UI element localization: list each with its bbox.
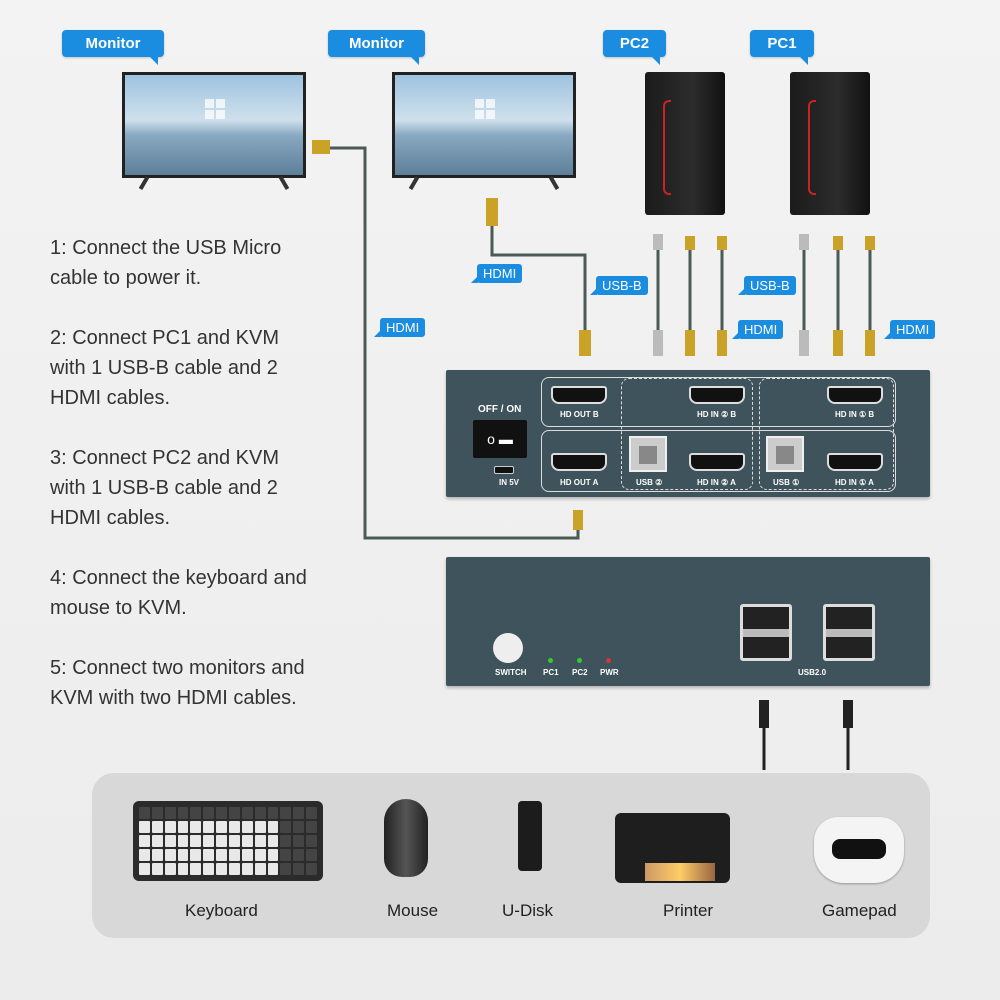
usbb-tag: USB-B xyxy=(738,276,796,295)
port-label: USB ① xyxy=(773,478,800,487)
usbb-tag: USB-B xyxy=(590,276,648,295)
hdmi-port xyxy=(689,453,745,471)
micro-usb-port xyxy=(494,466,514,474)
power-label: OFF / ON xyxy=(478,404,522,415)
hdmi-port xyxy=(689,386,745,404)
pc2-tower xyxy=(645,72,725,215)
port-label: HD OUT A xyxy=(560,478,599,487)
monitor-right-callout: Monitor xyxy=(328,30,425,65)
mouse-image xyxy=(384,799,428,877)
u-disk-image xyxy=(518,801,542,871)
device-label: Gamepad xyxy=(822,901,897,920)
gamepad-image xyxy=(814,817,904,883)
pc2-callout: PC2 xyxy=(603,30,666,65)
kvm-front-panel: SWITCH PC1 PC2 PWR USB2.0 xyxy=(446,557,930,686)
step-2: 2: Connect PC1 and KVM with 1 USB-B cabl… xyxy=(50,327,280,409)
port-label: HD IN ② A xyxy=(697,478,736,487)
printer-image xyxy=(615,813,730,883)
port-label: HD IN ① B xyxy=(835,410,875,419)
device-label: Printer xyxy=(663,901,714,920)
pwr-label: PWR xyxy=(600,668,619,677)
port-label: HD IN ② B xyxy=(697,410,737,419)
hdmi-tag: HDMI xyxy=(373,318,426,337)
hdmi-cable-right-monitor xyxy=(490,225,587,335)
monitor-left-callout: Monitor xyxy=(62,30,164,65)
power-in-label: IN 5V xyxy=(499,478,520,487)
switch-button[interactable] xyxy=(493,633,523,663)
hdmi-port xyxy=(551,386,607,404)
pwr-led xyxy=(606,658,611,663)
hdmi-tag: HDMI xyxy=(731,320,784,339)
hdmi-port xyxy=(827,453,883,471)
monitor-left xyxy=(122,72,306,191)
port-label: HD OUT B xyxy=(560,410,599,419)
device-label: Mouse xyxy=(387,901,439,920)
pc1-tower xyxy=(790,72,870,215)
usb-b-port xyxy=(629,436,667,472)
pc1-led xyxy=(548,658,553,663)
peripherals-panel: for(let i=0;i<70;i++)document.write('<i … xyxy=(92,773,930,938)
port-label: USB ② xyxy=(636,478,663,487)
device-label: U-Disk xyxy=(502,901,553,920)
usb-a-port xyxy=(823,604,875,661)
step-5: 5: Connect two monitors and KVM with two… xyxy=(50,657,305,709)
step-3: 3: Connect PC2 and KVM with 1 USB-B cabl… xyxy=(50,447,280,529)
pc2-label: PC2 xyxy=(572,668,588,677)
windows-logo-icon xyxy=(205,99,225,119)
hdmi-port xyxy=(827,386,883,404)
pc2-led xyxy=(577,658,582,663)
hdmi-tag: HDMI xyxy=(470,264,523,283)
step-4: 4: Connect the keyboard and mouse to KVM… xyxy=(50,567,307,619)
hdmi-tag: HDMI xyxy=(883,320,936,339)
usb-label: USB2.0 xyxy=(798,668,827,677)
windows-logo-icon xyxy=(475,99,495,119)
hdmi-port xyxy=(551,453,607,471)
usb-a-port xyxy=(740,604,792,661)
monitor-right xyxy=(392,72,576,191)
device-label: Keyboard xyxy=(185,901,258,920)
pc1-callout: PC1 xyxy=(750,30,814,65)
instructions: 1: Connect the USB Micro cable to power … xyxy=(50,233,320,743)
switch-label: SWITCH xyxy=(495,668,527,677)
kvm-back-panel: OFF / ON o ▬ IN 5V HD OUT B HD IN ② B HD… xyxy=(446,370,930,497)
port-label: HD IN ① A xyxy=(835,478,874,487)
power-switch[interactable]: o ▬ xyxy=(473,420,527,458)
pc1-label: PC1 xyxy=(543,668,559,677)
usb-b-port xyxy=(766,436,804,472)
step-1: 1: Connect the USB Micro cable to power … xyxy=(50,237,282,289)
keyboard-image: for(let i=0;i<70;i++)document.write('<i … xyxy=(133,801,323,881)
